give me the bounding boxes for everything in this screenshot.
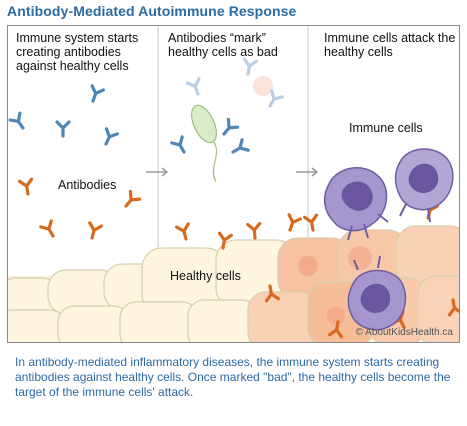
diagram-panel: Immune system starts creating antibodies… [7,25,460,343]
diagram-illustration [8,26,459,342]
credit-text: © AboutKidsHealth.ca [355,327,453,338]
antibodies-label: Antibodies [58,178,117,192]
immune-cell-2 [394,148,454,223]
panel-2-caption: Antibodies “mark” healthy cells as bad [168,31,278,59]
immune-cell-1 [323,167,389,241]
arrow-1 [146,167,169,177]
arrow-2 [296,167,319,177]
panel-1-caption: Immune system starts creating antibodies… [16,31,139,73]
diagram-title: Antibody-Mediated Autoimmune Response [7,3,297,19]
immune-cell-3 [347,255,407,331]
healthy-cells-label: Healthy cells [170,269,241,283]
panel-3-caption: Immune cells attack the healthy cells [324,31,456,59]
bacterium-illustration [170,57,284,183]
antibody-blue-group [8,84,119,149]
immune-cells-label: Immune cells [349,121,423,135]
description-text: In antibody-mediated inflammatory diseas… [15,355,451,399]
immune-cell-group [323,148,454,331]
